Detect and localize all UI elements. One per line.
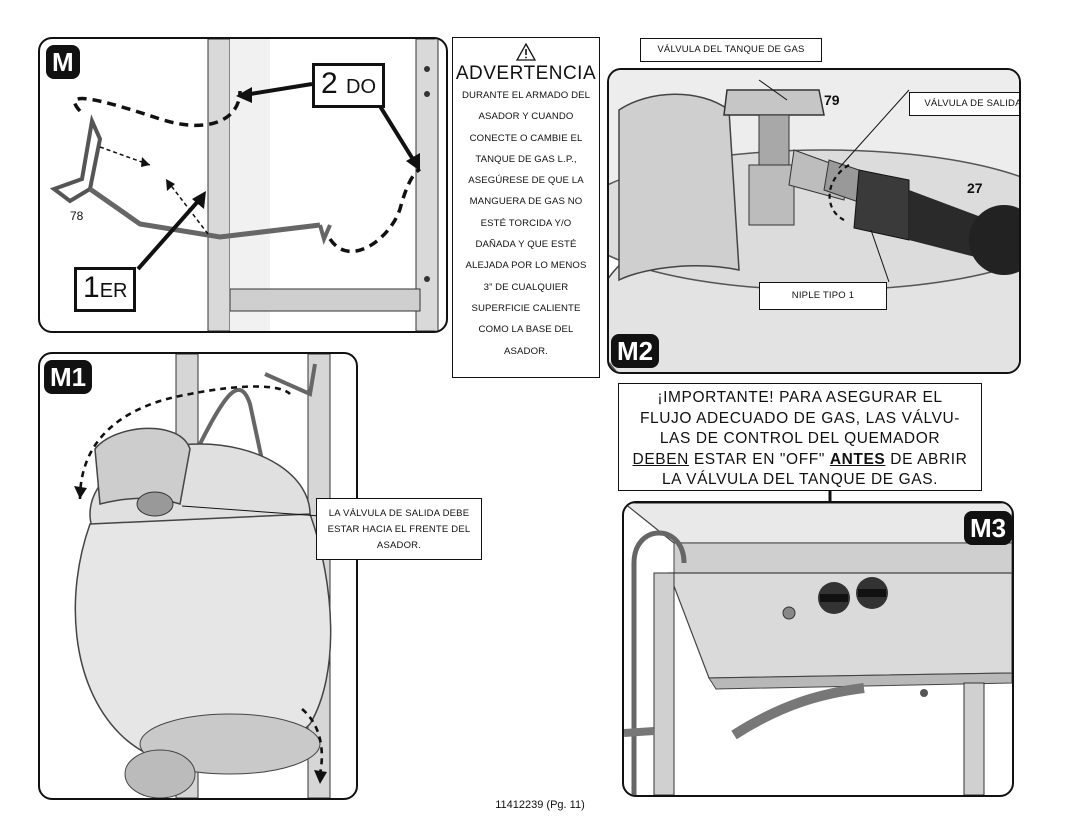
step-2do-num: 2 (321, 67, 338, 100)
warning-box: ADVERTENCIA Durante el armado del asador… (452, 37, 600, 378)
panel-m3-tag: M3 (964, 511, 1012, 545)
panel-m1-illustration (74, 354, 332, 798)
panel-m-illustration (49, 39, 439, 331)
important-line: DEBEN ESTAR EN "OFF" ANTES DE ABRIR (619, 450, 981, 471)
panel-m2: 79 27 Válvula de salida Niple Tipo 1 M2 (607, 68, 1021, 374)
warning-line: Durante el armado del (461, 90, 591, 101)
warning-triangle-icon (453, 42, 599, 63)
warning-line: como la base del (478, 324, 574, 336)
warning-line: superficie caliente (471, 302, 581, 314)
warning-title: ADVERTENCIA (455, 63, 597, 84)
warning-line: asador y cuando (478, 111, 574, 123)
part-number-79: 79 (824, 92, 840, 108)
warning-line: manguera de gas no (469, 196, 583, 208)
warning-line: 3” de cualquier (483, 281, 569, 293)
panel-m1-tag: M1 (44, 360, 93, 394)
step-1er-suffix: ER (99, 280, 128, 302)
callout-outlet-direction: La válvula de salida debe estar hacia el… (316, 498, 482, 560)
panel-m3: M3 (622, 501, 1014, 797)
important-line: ¡IMPORTANTE! PARA ASEGURAR EL (657, 389, 943, 406)
panel-m2-illustration (609, 70, 1019, 372)
warning-line: alejada por lo menos (465, 260, 587, 272)
callout-tank-valve: Válvula del Tanque de Gas (640, 38, 822, 62)
warning-text: Durante el armado del asador y cuando co… (453, 85, 599, 362)
important-line: LAS DE CONTROL DEL QUEMADOR (659, 430, 941, 447)
warning-line: tanque de gas L.P., (475, 153, 577, 165)
step-2do-label: 2 DO (312, 63, 386, 108)
callout-nipple: Niple Tipo 1 (759, 282, 887, 310)
panel-m1: M1 (38, 352, 358, 800)
step-1er-num: 1 (83, 271, 100, 304)
panel-m2-tag: M2 (611, 334, 660, 368)
step-1er-label: 1ER (74, 267, 137, 312)
important-line-part: ESTAR EN "OFF" (688, 450, 830, 468)
step-2do-suffix: DO (346, 76, 377, 98)
warning-line: dañada y que esté (475, 239, 577, 251)
callout-outlet-valve: Válvula de salida (909, 92, 1019, 116)
warning-line: conecte o cambie el (469, 132, 583, 144)
warning-line: esté torcida y/o (480, 217, 572, 229)
part-number-27: 27 (967, 180, 983, 196)
important-antes: ANTES (829, 450, 886, 468)
important-notice: ¡IMPORTANTE! PARA ASEGURAR EL FLUJO ADEC… (618, 383, 982, 491)
important-line-part: DE ABRIR (885, 450, 968, 468)
panel-m: M 78 1ER 2 DO (38, 37, 448, 333)
important-line: FLUJO ADECUADO DE GAS, LAS VÁLVU- (639, 409, 961, 427)
page-footer: 11412239 (Pg. 11) (495, 799, 585, 811)
important-line: LA VÁLVULA DEL TANQUE DE GAS. (661, 471, 939, 488)
part-number-78: 78 (70, 209, 84, 223)
warning-line: asador. (504, 345, 548, 357)
panel-m-tag: M (46, 45, 80, 79)
panel-m3-illustration (624, 503, 1012, 795)
important-deben: DEBEN (632, 450, 689, 468)
warning-line: asegúrese de que la (468, 175, 584, 187)
